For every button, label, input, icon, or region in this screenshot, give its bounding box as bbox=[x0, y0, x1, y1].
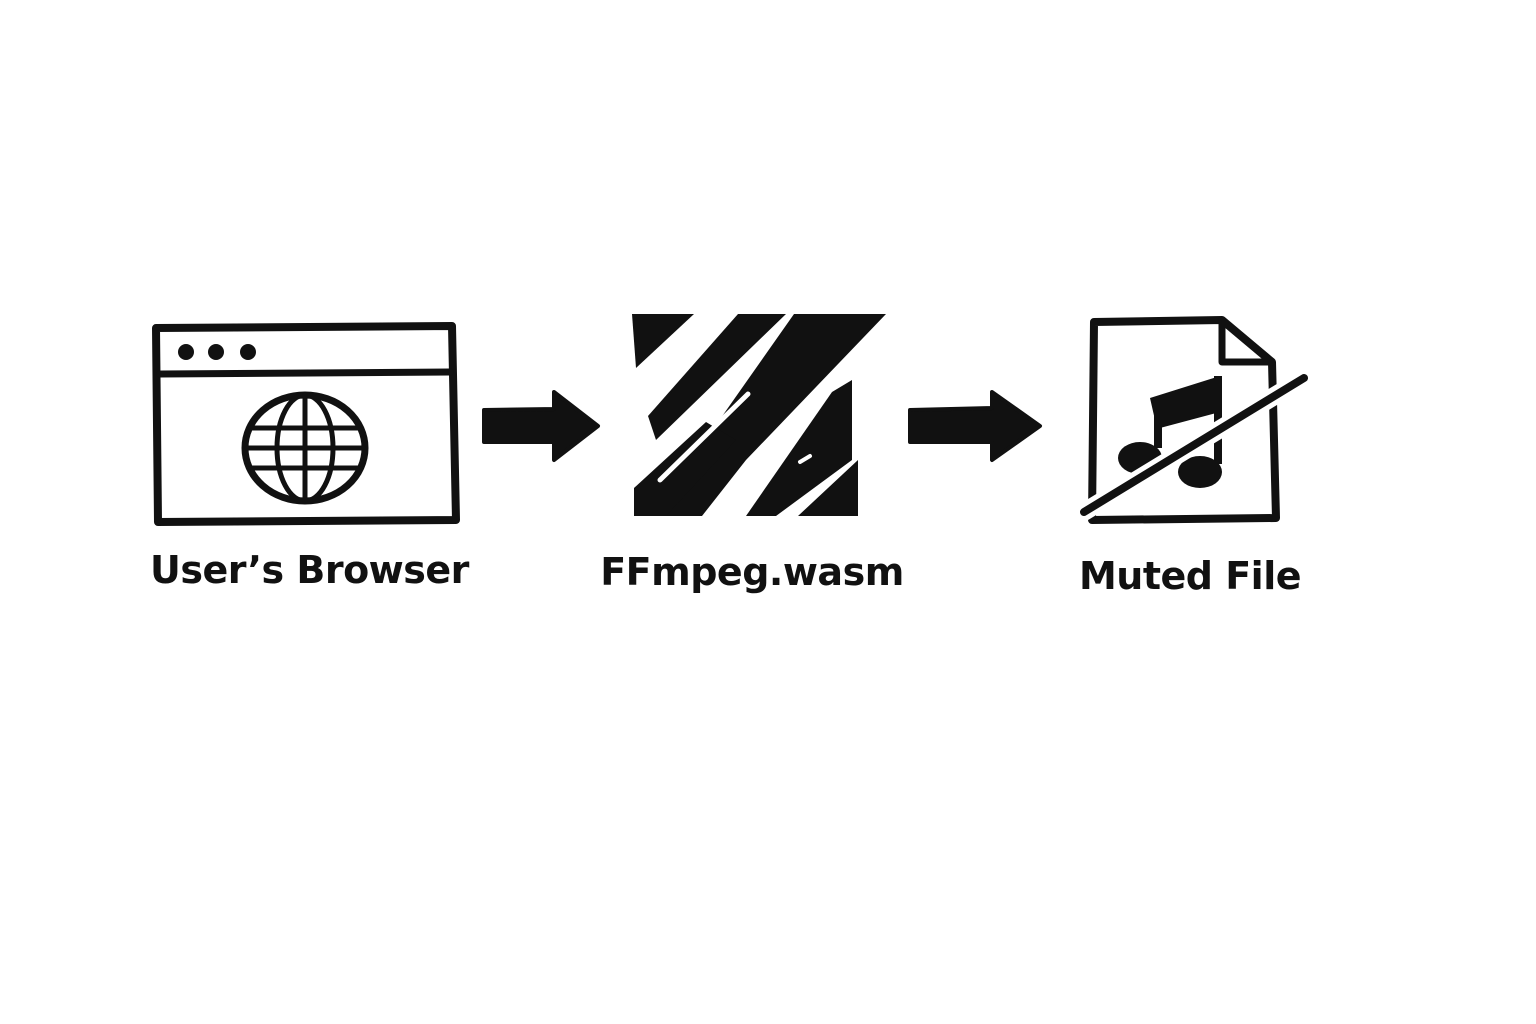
node-label-browser: User’s Browser bbox=[150, 548, 469, 592]
arrow-ffmpeg-to-muted-file bbox=[906, 388, 1046, 464]
muted-audio-file-icon bbox=[1075, 312, 1316, 532]
node-label-muted-file: Muted File bbox=[1078, 554, 1302, 598]
ffmpeg-logo-icon bbox=[626, 310, 892, 524]
browser-globe-icon bbox=[150, 318, 462, 530]
node-label-ffmpeg: FFmpeg.wasm bbox=[600, 550, 904, 594]
arrow-browser-to-ffmpeg bbox=[480, 388, 604, 464]
